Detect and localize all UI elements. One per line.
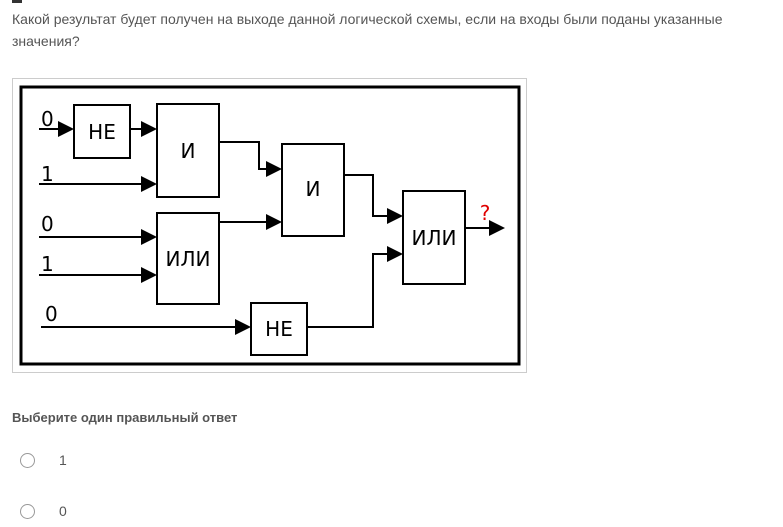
input-3-value: 0 xyxy=(41,212,54,236)
input-2-value: 1 xyxy=(41,162,54,186)
answer-instruction: Выберите один правильный ответ xyxy=(12,410,238,425)
gate-not-2 xyxy=(250,302,308,356)
answer-option-2[interactable]: 0 xyxy=(20,503,67,519)
gate-and-1-label: И xyxy=(181,139,196,163)
gate-or-2 xyxy=(402,190,466,285)
option-label: 0 xyxy=(59,503,67,519)
gate-and-2 xyxy=(281,143,345,237)
gate-or-2-label: ИЛИ xyxy=(412,226,457,250)
input-1-value: 0 xyxy=(41,107,54,131)
input-5-value: 0 xyxy=(45,302,58,326)
wires xyxy=(39,121,505,335)
logic-diagram: 0 1 0 1 0 НЕ И ИЛИ И НЕ ИЛИ ? xyxy=(19,85,521,366)
option-label: 1 xyxy=(59,452,67,468)
gate-or-1 xyxy=(156,212,220,305)
gate-or-1-label: ИЛИ xyxy=(166,247,211,271)
gate-not-2-label: НЕ xyxy=(265,317,293,341)
logic-diagram-image: 0 1 0 1 0 НЕ И ИЛИ И НЕ ИЛИ ? xyxy=(12,78,527,373)
gate-and-1 xyxy=(156,103,220,198)
gate-and-2-label: И xyxy=(306,177,321,201)
heading-fragment xyxy=(12,0,22,3)
radio-button[interactable] xyxy=(20,452,35,468)
gate-not-1 xyxy=(73,104,131,159)
output-question-mark: ? xyxy=(480,201,491,225)
question-text: Какой результат будет получен на выходе … xyxy=(12,11,723,49)
radio-button[interactable] xyxy=(20,503,35,519)
answer-option-1[interactable]: 1 xyxy=(20,452,67,468)
input-4-value: 1 xyxy=(41,252,54,276)
gate-not-1-label: НЕ xyxy=(88,120,116,144)
diagram-frame xyxy=(19,85,521,366)
